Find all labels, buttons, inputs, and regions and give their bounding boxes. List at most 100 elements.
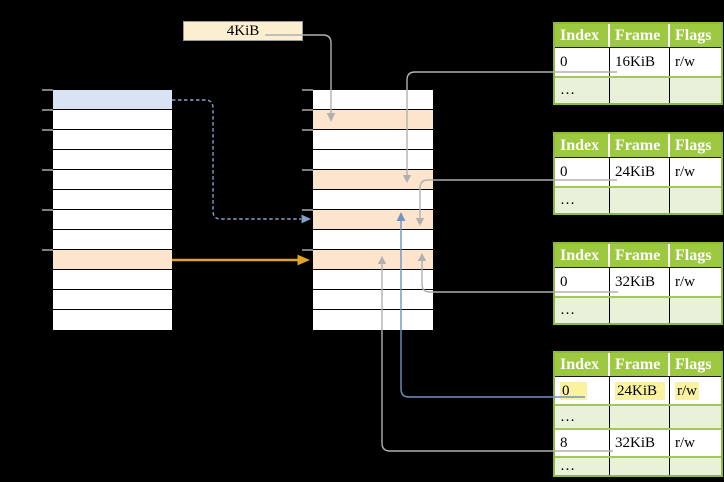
cell-flags: r/w	[675, 163, 695, 180]
header-index: Index	[555, 244, 610, 267]
physical-memory-row-0	[313, 90, 433, 110]
header-index: Index	[555, 134, 610, 157]
cell-index: …	[555, 458, 610, 475]
header-frame: Frame	[610, 24, 670, 47]
address-tick	[302, 209, 313, 211]
cell-frame: 16KiB	[610, 48, 670, 76]
address-tick	[42, 209, 53, 211]
page-table-1: Index Frame Flags 0 16KiB r/w …	[553, 22, 723, 105]
cell-flags: r/w	[670, 377, 721, 404]
table-row: …	[555, 296, 721, 323]
address-tick	[42, 129, 53, 131]
physical-memory-row-10	[313, 290, 433, 310]
cell-index: …	[555, 78, 610, 103]
table-row-highlighted: 0 24KiB r/w	[555, 377, 721, 404]
virtual-memory-row-5	[53, 190, 172, 210]
header-index: Index	[555, 24, 610, 47]
cell-frame	[610, 298, 670, 323]
cell-index: 0	[555, 158, 610, 186]
virtual-memory-row-9	[53, 270, 172, 290]
physical-memory-row-2	[313, 130, 433, 150]
table-row: …	[555, 456, 721, 475]
header-frame: Frame	[610, 134, 670, 157]
cell-flags	[670, 458, 721, 475]
page-table-3-header: Index Frame Flags	[555, 244, 721, 268]
virtual-memory-row-11	[53, 310, 172, 330]
cell-index: …	[555, 406, 610, 428]
header-flags: Flags	[675, 136, 712, 154]
header-frame: Frame	[610, 353, 670, 376]
page-table-2-header: Index Frame Flags	[555, 134, 721, 158]
cell-frame: 24KiB	[610, 377, 670, 404]
arrow-virtual-page-dashed	[172, 99, 311, 224]
table-row: …	[555, 404, 721, 428]
virtual-memory-row-7	[53, 230, 172, 250]
cell-flags: r/w	[675, 434, 695, 451]
cell-frame: 24KiB	[610, 158, 670, 186]
table-row: 0 24KiB r/w	[555, 158, 721, 186]
header-flags: Flags	[675, 355, 712, 373]
address-tick	[302, 249, 313, 251]
table-row: …	[555, 186, 721, 213]
address-tick	[42, 249, 53, 251]
table-row: 8 32KiB r/w	[555, 428, 721, 456]
cell-flags	[670, 78, 721, 103]
physical-memory-row-1	[313, 110, 433, 130]
highlight: 0	[560, 381, 587, 400]
page-table-4: Index Frame Flags 0 24KiB r/w … 8 32KiB …	[553, 351, 723, 477]
virtual-memory-row-4	[53, 170, 172, 190]
cell-flags	[670, 188, 721, 213]
cell-flags: r/w	[675, 273, 695, 290]
cell-index: 8	[555, 430, 610, 456]
virtual-memory-row-2	[53, 130, 172, 150]
virtual-memory-row-10	[53, 290, 172, 310]
cell-frame	[610, 78, 670, 103]
address-tick	[302, 169, 313, 171]
address-tick	[42, 109, 53, 111]
table-row: 0 32KiB r/w	[555, 268, 721, 296]
cell-flags	[670, 298, 721, 323]
physical-memory-row-8	[313, 250, 433, 270]
virtual-memory-table	[53, 90, 172, 330]
physical-memory-row-6	[313, 210, 433, 230]
highlight: r/w	[675, 381, 699, 400]
page-size-label: 4KiB	[183, 21, 303, 41]
physical-memory-row-3	[313, 150, 433, 170]
page-table-1-header: Index Frame Flags	[555, 24, 721, 48]
highlight: 24KiB	[615, 381, 665, 400]
physical-memory-row-11	[313, 310, 433, 330]
address-tick	[42, 89, 53, 91]
address-tick	[302, 89, 313, 91]
cell-frame	[610, 188, 670, 213]
cell-frame	[610, 406, 670, 428]
header-frame: Frame	[610, 244, 670, 267]
table-row: 0 16KiB r/w	[555, 48, 721, 76]
virtual-memory-row-6	[53, 210, 172, 230]
virtual-memory-row-8	[53, 250, 172, 270]
physical-memory-row-4	[313, 170, 433, 190]
page-table-4-header: Index Frame Flags	[555, 353, 721, 377]
table-row: …	[555, 76, 721, 103]
page-table-3: Index Frame Flags 0 32KiB r/w …	[553, 242, 723, 325]
cell-flags	[670, 406, 721, 428]
cell-index: …	[555, 188, 610, 213]
header-flags: Flags	[675, 26, 712, 44]
virtual-memory-row-0	[53, 90, 172, 110]
arrow-virtual-page-orange	[172, 254, 310, 266]
cell-frame: 32KiB	[610, 430, 670, 456]
header-index: Index	[555, 353, 610, 376]
cell-index: …	[555, 298, 610, 323]
address-tick	[302, 109, 313, 111]
physical-memory-row-9	[313, 270, 433, 290]
page-table-2: Index Frame Flags 0 24KiB r/w …	[553, 132, 723, 215]
cell-index: 0	[555, 377, 610, 404]
address-tick	[302, 129, 313, 131]
physical-memory-table	[313, 90, 433, 330]
physical-memory-row-7	[313, 230, 433, 250]
cell-frame	[610, 458, 670, 475]
cell-index: 0	[555, 268, 610, 296]
virtual-memory-row-1	[53, 110, 172, 130]
cell-flags: r/w	[675, 53, 695, 70]
physical-memory-row-5	[313, 190, 433, 210]
